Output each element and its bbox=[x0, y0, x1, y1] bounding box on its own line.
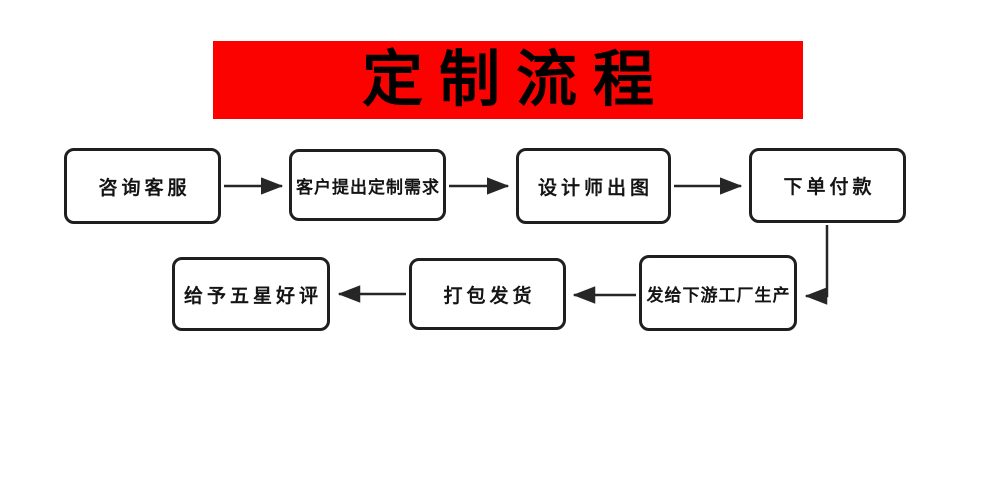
title-banner: 定制流程 bbox=[213, 41, 803, 119]
flow-step-designer-drawing: 设计师出图 bbox=[516, 148, 671, 224]
page-title: 定制流程 bbox=[361, 46, 670, 114]
arrow-order-to-factory bbox=[804, 225, 829, 305]
flow-step-place-order-payment: 下单付款 bbox=[749, 148, 906, 223]
flow-step-customer-requirements: 客户提出定制需求 bbox=[289, 149, 446, 221]
flow-step-five-star-review: 给予五星好评 bbox=[172, 257, 330, 331]
flow-step-consult-service: 咨询客服 bbox=[64, 148, 221, 224]
flow-step-factory-production: 发给下游工厂生产 bbox=[639, 255, 797, 331]
flow-step-pack-ship: 打包发货 bbox=[409, 258, 566, 330]
